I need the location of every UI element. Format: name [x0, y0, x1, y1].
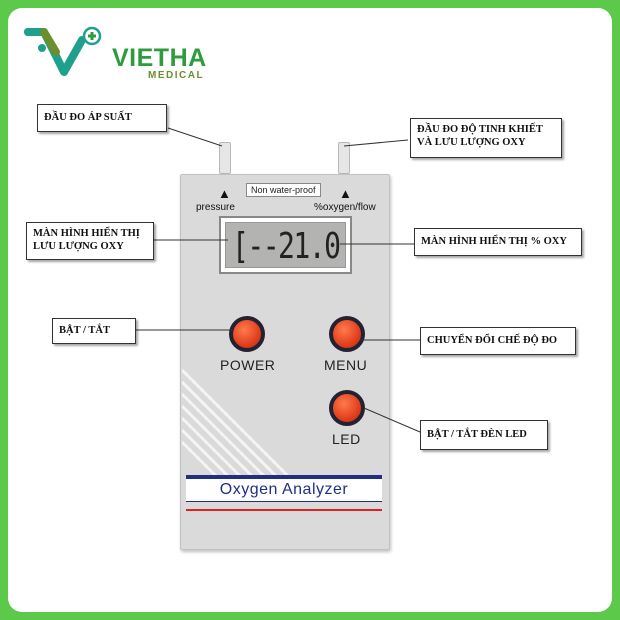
lcd-reading: [--21.0	[232, 226, 341, 267]
oxygen-nozzle	[338, 142, 350, 174]
power-label: POWER	[220, 357, 276, 373]
callout-pressure-probe: ĐẦU ĐO ÁP SUẤT	[37, 104, 167, 132]
device-title: Oxygen Analyzer	[186, 475, 382, 502]
callout-mode-switch: CHUYỂN ĐỔI CHẾ ĐỘ ĐO	[420, 327, 576, 355]
callout-led-toggle: BẬT / TẮT ĐÈN LED	[420, 420, 548, 450]
power-button[interactable]	[229, 316, 265, 352]
red-divider	[186, 509, 382, 511]
led-button[interactable]	[329, 390, 365, 426]
menu-button[interactable]	[329, 316, 365, 352]
oxygen-port-label: %oxygen/flow	[314, 202, 376, 213]
led-label: LED	[332, 431, 361, 447]
lcd-display: [--21.0	[219, 216, 352, 274]
pressure-port-label: pressure	[196, 202, 235, 213]
decorative-stripes	[182, 368, 294, 480]
brand-subtitle: MEDICAL	[148, 70, 205, 81]
brand-name: VIETHA	[112, 44, 207, 72]
callout-purity-probe: ĐẦU ĐO ĐỘ TINH KHIẾT VÀ LƯU LƯỢNG OXY	[410, 118, 562, 158]
callout-power-toggle: BẬT / TẮT	[52, 318, 136, 344]
pressure-arrow-icon: ▲	[218, 186, 231, 201]
oxygen-arrow-icon: ▲	[339, 186, 352, 201]
menu-label: MENU	[324, 357, 368, 373]
pressure-nozzle	[219, 142, 231, 174]
water-proof-label: Non water-proof	[246, 183, 321, 197]
vietha-logo-icon	[24, 26, 102, 76]
callout-percent-display: MÀN HÌNH HIỂN THỊ % OXY	[414, 228, 582, 256]
callout-flow-display: MÀN HÌNH HIỂN THỊ LƯU LƯỢNG OXY	[26, 222, 154, 260]
